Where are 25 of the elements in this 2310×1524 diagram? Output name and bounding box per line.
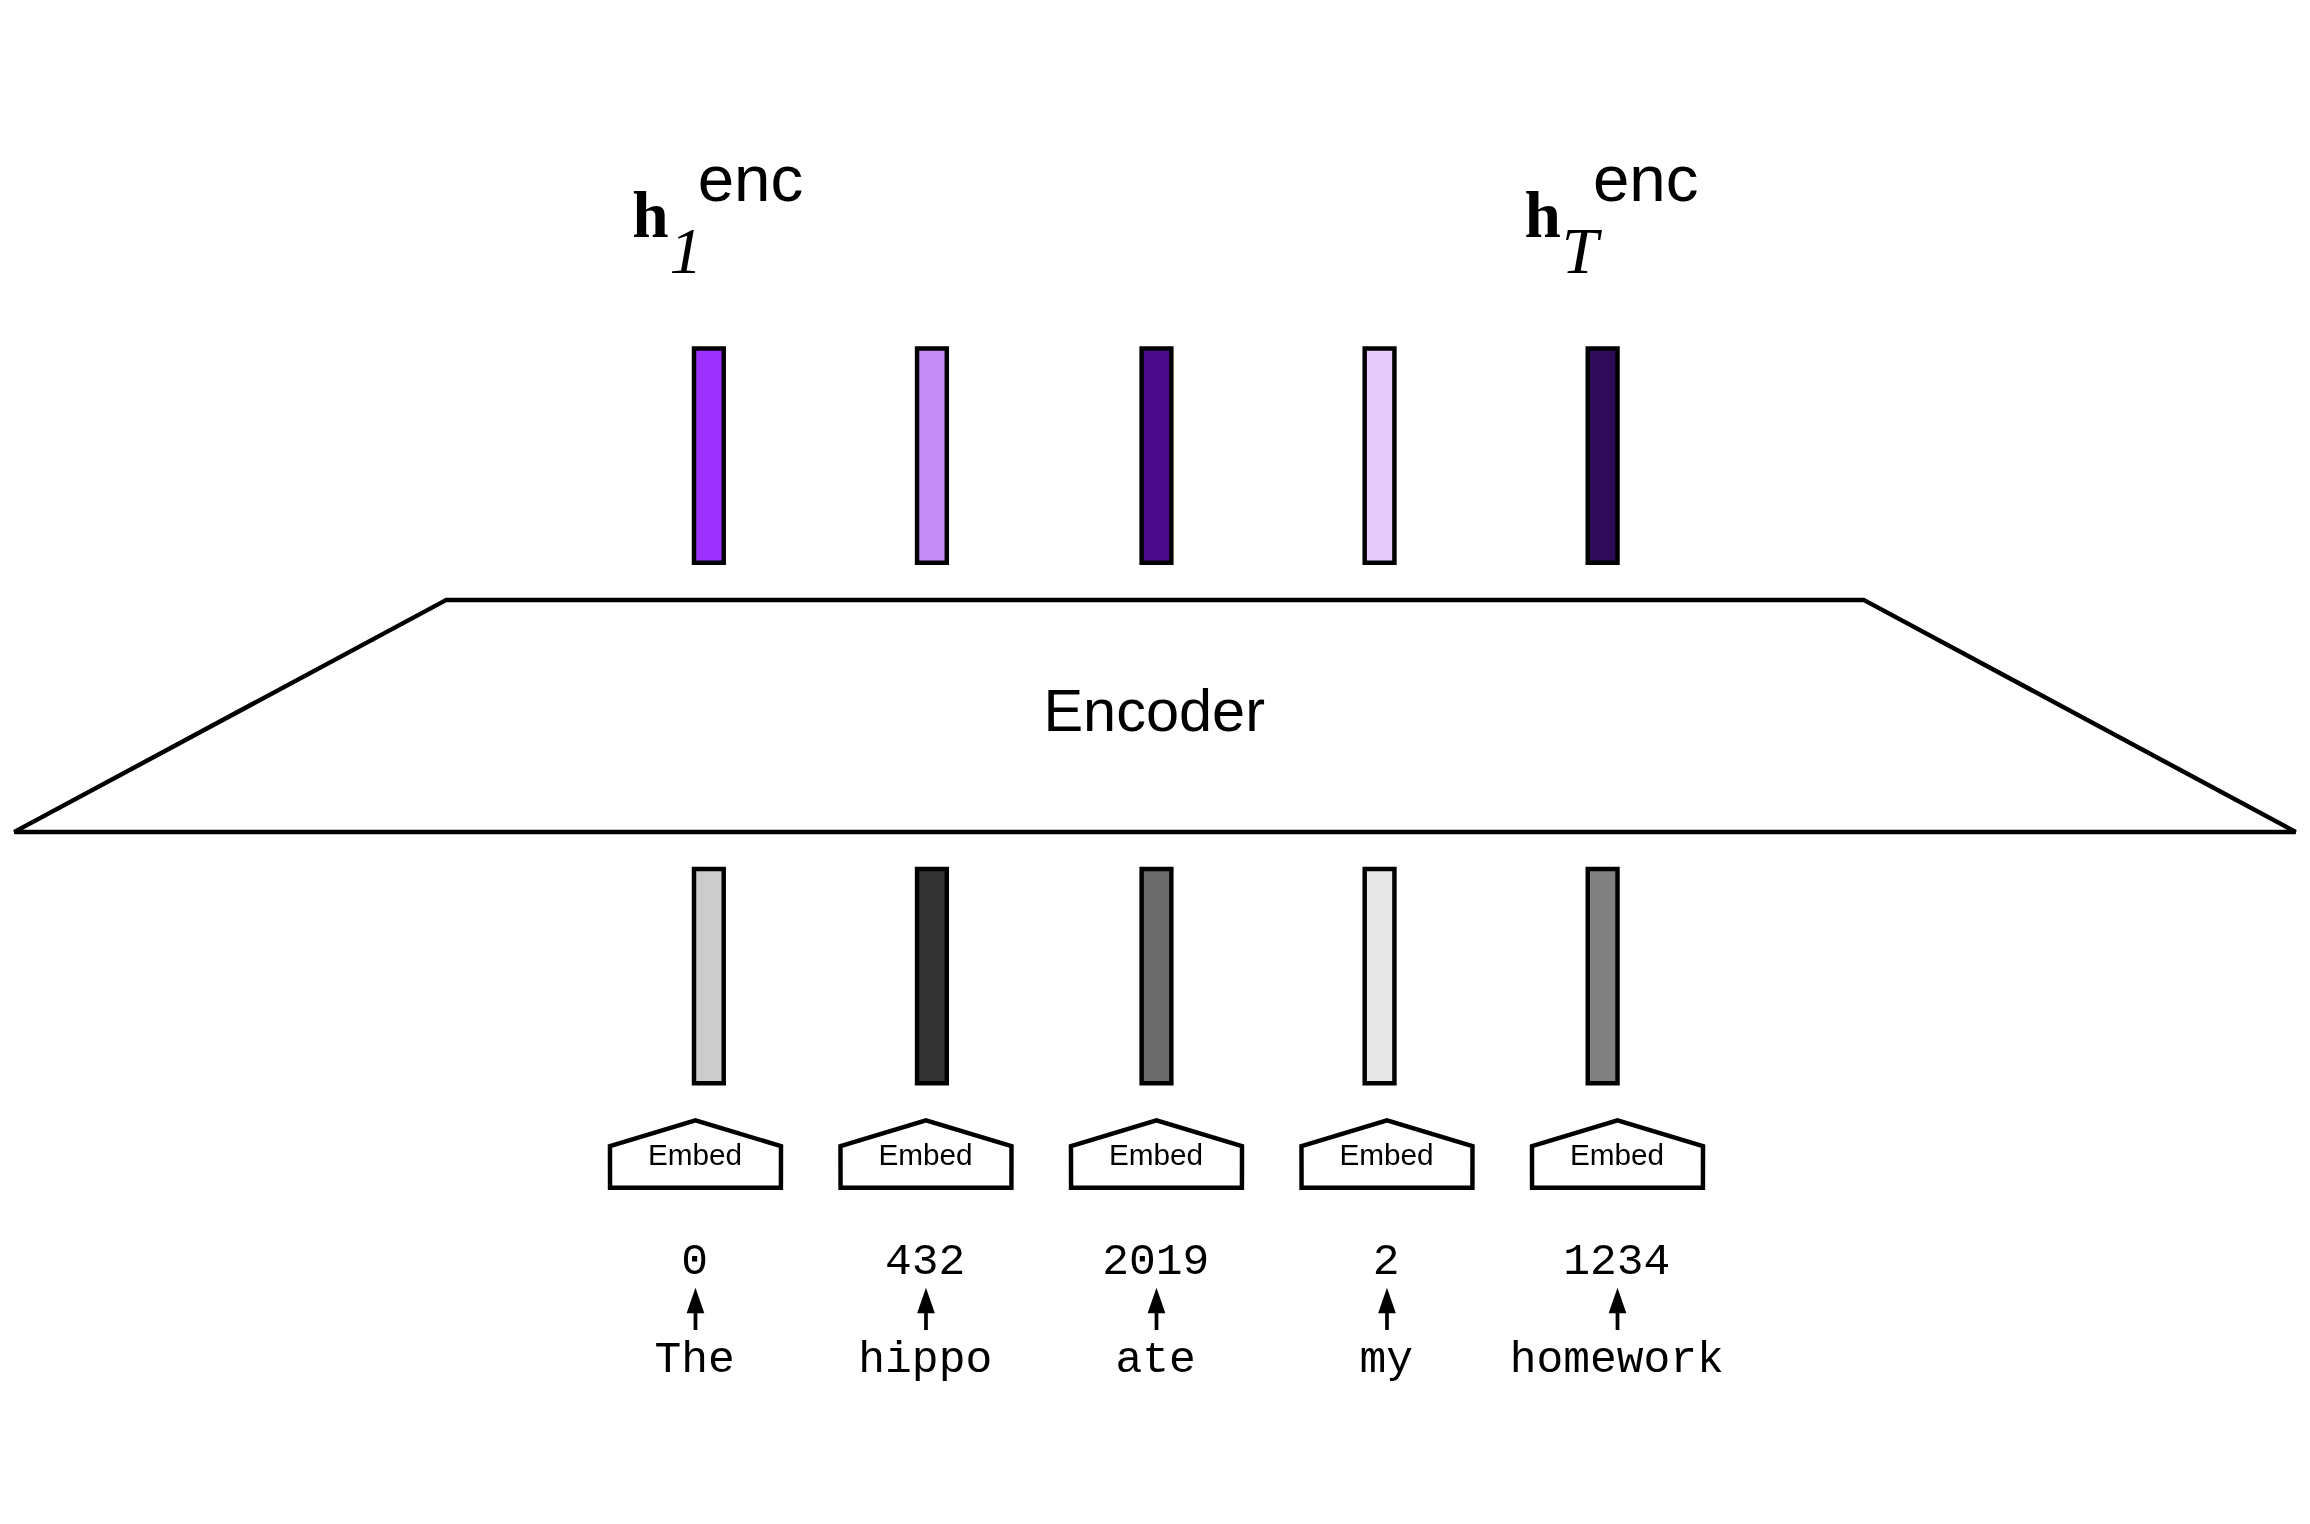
node-bar [1362,866,1397,1086]
node-text: 0 [681,1236,709,1287]
node-text: 1234 [1563,1236,1671,1287]
node-text: 2019 [1102,1236,1210,1287]
node-bar [691,346,726,565]
node-bar [914,866,950,1086]
node-bar [1362,346,1397,565]
node-bar [1139,866,1174,1086]
node-text: my [1359,1334,1414,1385]
node-bar [691,866,726,1086]
arrow [1147,1287,1166,1330]
node-text: The [654,1334,735,1385]
node-bar [1585,866,1620,1086]
arrow [917,1287,935,1330]
node-text: homework [1509,1334,1724,1385]
node-text: 432 [885,1236,966,1287]
arrow [1608,1287,1627,1330]
node-bar [914,346,950,565]
arrow [1378,1287,1396,1330]
node-bar [1139,346,1174,565]
node-bar [1585,346,1620,565]
node-text: ate [1115,1334,1196,1385]
arrow [686,1287,705,1330]
node-text: 2 [1372,1236,1400,1287]
node-text: hippo [858,1334,993,1385]
